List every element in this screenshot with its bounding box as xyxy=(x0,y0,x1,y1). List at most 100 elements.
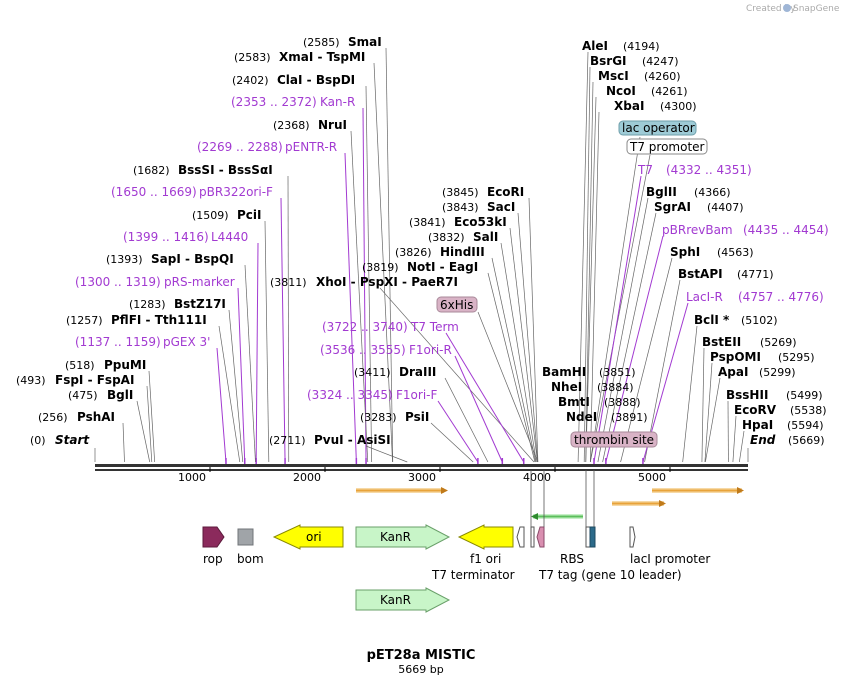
enzyme-bstapi[interactable]: BstAPI xyxy=(678,267,723,281)
feature-laci-promoter[interactable] xyxy=(629,526,636,548)
enzyme-clai-bspdi[interactable]: ClaI - BspDI xyxy=(277,73,355,87)
feature-f1-ori[interactable] xyxy=(457,524,514,550)
feature-kanr-label: KanR xyxy=(380,530,411,544)
enzyme-position: (1509) xyxy=(192,209,229,222)
enzyme-bstz17i[interactable]: BstZ17I xyxy=(174,297,226,311)
enzyme-position: (4300) xyxy=(660,100,697,113)
enzyme-position: (3851) xyxy=(599,366,636,379)
primer-pbrrevbam[interactable]: pBRrevBam xyxy=(662,223,733,237)
primer-pgex-3[interactable]: pGEX 3' xyxy=(163,335,210,349)
enzyme-position: (5269) xyxy=(760,336,797,349)
feature-6xhis[interactable]: 6xHis xyxy=(440,298,473,312)
primer-f1ori-r[interactable]: F1ori-R xyxy=(409,343,452,357)
enzyme-nhei[interactable]: NheI xyxy=(551,380,582,394)
orf-arrow[interactable] xyxy=(356,487,448,494)
enzyme-sphi[interactable]: SphI xyxy=(670,245,700,259)
enzyme-pflfi-tth111i[interactable]: PflFI - Tth111I xyxy=(111,313,207,327)
enzyme-bgli[interactable]: BglI xyxy=(107,388,133,402)
primer-range: (3324 .. 3345) xyxy=(307,388,393,402)
enzyme-position: (4407) xyxy=(707,201,744,214)
enzyme-xbai[interactable]: XbaI xyxy=(614,99,644,113)
feature-t7-terminator-label: T7 terminator xyxy=(431,568,515,582)
primer-laci-r[interactable]: LacI-R xyxy=(686,290,723,304)
enzyme-bglii[interactable]: BglII xyxy=(646,185,677,199)
connector-line xyxy=(280,197,286,463)
enzyme-bsssi[interactable]: BssSI - BssSαI xyxy=(178,163,273,177)
connector-line xyxy=(491,257,537,463)
tick-label: 5000 xyxy=(638,471,666,484)
feature-t7-tag[interactable] xyxy=(536,526,545,548)
enzyme-draiii[interactable]: DraIII xyxy=(399,365,436,379)
enzyme-pspomi[interactable]: PspOMI xyxy=(710,350,761,364)
enzyme-smai[interactable]: SmaI xyxy=(348,35,382,49)
orf-arrow-green[interactable] xyxy=(531,513,583,520)
feature-thrombin-site[interactable]: thrombin site xyxy=(574,433,654,447)
enzyme-bsshii[interactable]: BssHII xyxy=(726,388,768,402)
enzyme-ppumi[interactable]: PpuMI xyxy=(104,358,146,372)
primer-range: (4332 .. 4351) xyxy=(666,163,752,177)
enzyme-ecori[interactable]: EcoRI xyxy=(487,185,524,199)
enzyme-hpai[interactable]: HpaI xyxy=(742,418,773,432)
enzyme-xmai-tspmi[interactable]: XmaI - TspMI xyxy=(279,50,365,64)
enzyme-psii[interactable]: PsiI xyxy=(405,410,429,424)
enzyme-sgrai[interactable]: SgrAI xyxy=(654,200,691,214)
primer-t7-term[interactable]: T7 Term xyxy=(410,320,459,334)
feature-kanr-2[interactable] xyxy=(355,587,451,613)
feature-lac-operator-mark xyxy=(589,526,596,548)
enzyme-sapi-bspqi[interactable]: SapI - BspQI xyxy=(151,252,234,266)
enzyme-eco53ki[interactable]: Eco53kI xyxy=(454,215,507,229)
primer-pentr-r[interactable]: pENTR-R xyxy=(285,140,337,154)
enzyme-alei[interactable]: AleI xyxy=(582,39,608,53)
feature-rop[interactable] xyxy=(202,526,225,548)
enzyme-bmti[interactable]: BmtI xyxy=(558,395,590,409)
enzyme-noti-eagi[interactable]: NotI - EagI xyxy=(407,260,478,274)
feature-t7-terminator[interactable] xyxy=(516,526,525,548)
connector-line xyxy=(500,242,537,463)
enzyme-bamhi[interactable]: BamHI xyxy=(542,365,586,379)
enzyme-pshai[interactable]: PshAI xyxy=(77,410,115,424)
enzyme-pvui-asisi[interactable]: PvuI - AsiSI xyxy=(314,433,391,447)
primer-prs-marker[interactable]: pRS-marker xyxy=(164,275,235,289)
connector-line xyxy=(146,385,153,463)
6xhis-box xyxy=(436,296,478,313)
enzyme-xhoi[interactable]: XhoI - PspXI - PaeR7I xyxy=(316,275,458,289)
primer-t7[interactable]: T7 xyxy=(637,163,653,177)
enzyme-bcli[interactable]: BclI * xyxy=(694,313,730,327)
primer-pbr322ori-f[interactable]: pBR322ori-F xyxy=(199,185,273,199)
enzyme-ncoi[interactable]: NcoI xyxy=(606,84,636,98)
primer-kan-r[interactable]: Kan-R xyxy=(320,95,355,109)
primer-l4440[interactable]: L4440 xyxy=(211,230,248,244)
feature-lac-operator[interactable]: lac operator xyxy=(622,121,695,135)
map-end: End xyxy=(750,433,776,447)
enzyme-bsteii[interactable]: BstEII xyxy=(702,335,741,349)
enzyme-saci[interactable]: SacI xyxy=(487,200,515,214)
enzyme-hindiii[interactable]: HindIII xyxy=(440,245,485,259)
enzyme-ndei[interactable]: NdeI xyxy=(566,410,597,424)
tick-label: 1000 xyxy=(178,471,206,484)
connector-line xyxy=(620,257,673,463)
feature-kanr[interactable] xyxy=(355,524,451,550)
feature-ori[interactable] xyxy=(272,524,344,550)
feature-t7-promoter[interactable]: T7 promoter xyxy=(629,140,705,154)
enzyme-drui[interactable]: NruI xyxy=(318,118,347,132)
primer-range: (4435 .. 4454) xyxy=(743,223,829,237)
feature-rbs[interactable] xyxy=(585,526,591,548)
connector-line xyxy=(136,400,151,463)
orf-arrow[interactable] xyxy=(612,500,666,507)
enzyme-fspi-fspai[interactable]: FspI - FspAI xyxy=(55,373,134,387)
connector-line xyxy=(255,242,259,463)
arrow-right-icon xyxy=(659,500,666,507)
connector-line xyxy=(373,62,393,463)
enzyme-apai[interactable]: ApaI xyxy=(718,365,748,379)
enzyme-position: (1257) xyxy=(66,314,103,327)
connector-line xyxy=(365,445,408,463)
enzyme-pcii[interactable]: PciI xyxy=(237,208,262,222)
enzyme-ecorv[interactable]: EcoRV xyxy=(734,403,777,417)
enzyme-bsrgi[interactable]: BsrGI xyxy=(590,54,627,68)
primer-f1ori-f[interactable]: F1ori-F xyxy=(396,388,437,402)
feature-bom[interactable] xyxy=(237,528,254,546)
orf-arrow[interactable] xyxy=(652,487,744,494)
enzyme-position: (5295) xyxy=(778,351,815,364)
enzyme-msci[interactable]: MscI xyxy=(598,69,629,83)
enzyme-sali[interactable]: SalI xyxy=(473,230,498,244)
